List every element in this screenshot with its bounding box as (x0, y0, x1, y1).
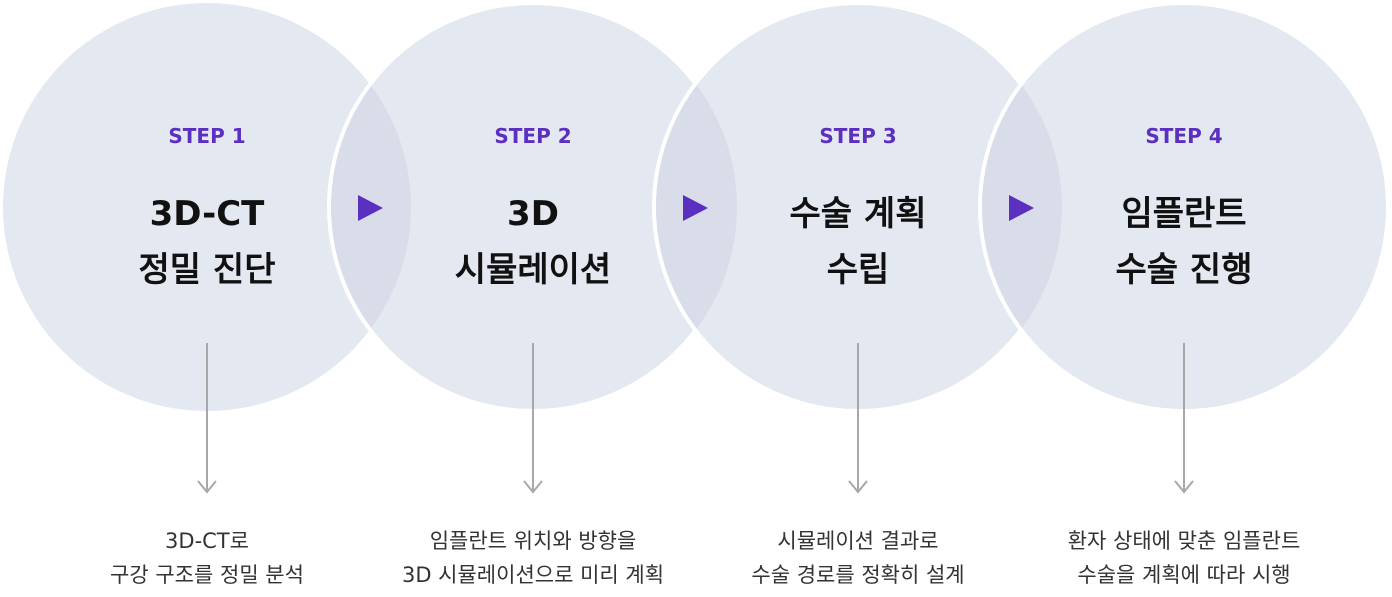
step-label: STEP 1 (168, 124, 246, 148)
desc-line: 수술 경로를 정확히 설계 (751, 563, 965, 587)
title-line: 수술 계획 (789, 194, 927, 234)
step-label: STEP 3 (819, 124, 897, 148)
down-arrow-icon (848, 343, 868, 494)
desc-line: 환자 상태에 맞춘 임플란트 (1067, 529, 1301, 553)
title-line: 3D (507, 194, 559, 234)
title-line: 수립 (826, 250, 890, 290)
down-arrow-icon (197, 343, 217, 494)
play-arrow-icon (683, 195, 708, 221)
desc-line: 구강 구조를 정밀 분석 (110, 563, 304, 587)
desc-line: 임플란트 위치와 방향을 (429, 529, 637, 553)
step-description: 임플란트 위치와 방향을 3D 시뮬레이션으로 미리 계획 (373, 524, 693, 592)
title-line: 임플란트 (1121, 194, 1247, 234)
title-line: 3D-CT (149, 194, 265, 234)
step-title: 3D-CT 정밀 진단 (47, 186, 367, 298)
title-line: 시뮬레이션 (454, 250, 612, 290)
step-circle-1 (3, 3, 411, 411)
play-arrow-icon (1009, 195, 1034, 221)
down-arrow-icon (523, 343, 543, 494)
step-label: STEP 2 (494, 124, 572, 148)
title-line: 수술 진행 (1115, 250, 1253, 290)
play-arrow-icon (358, 195, 383, 221)
title-line: 정밀 진단 (138, 250, 276, 290)
desc-line: 3D-CT로 (165, 529, 249, 553)
down-arrow-icon (1174, 343, 1194, 494)
step-title: 3D 시뮬레이션 (373, 186, 693, 298)
desc-line: 시뮬레이션 결과로 (777, 529, 939, 553)
desc-line: 3D 시뮬레이션으로 미리 계획 (401, 563, 665, 587)
step-label: STEP 4 (1145, 124, 1223, 148)
desc-line: 수술을 계획에 따라 시행 (1077, 563, 1291, 587)
